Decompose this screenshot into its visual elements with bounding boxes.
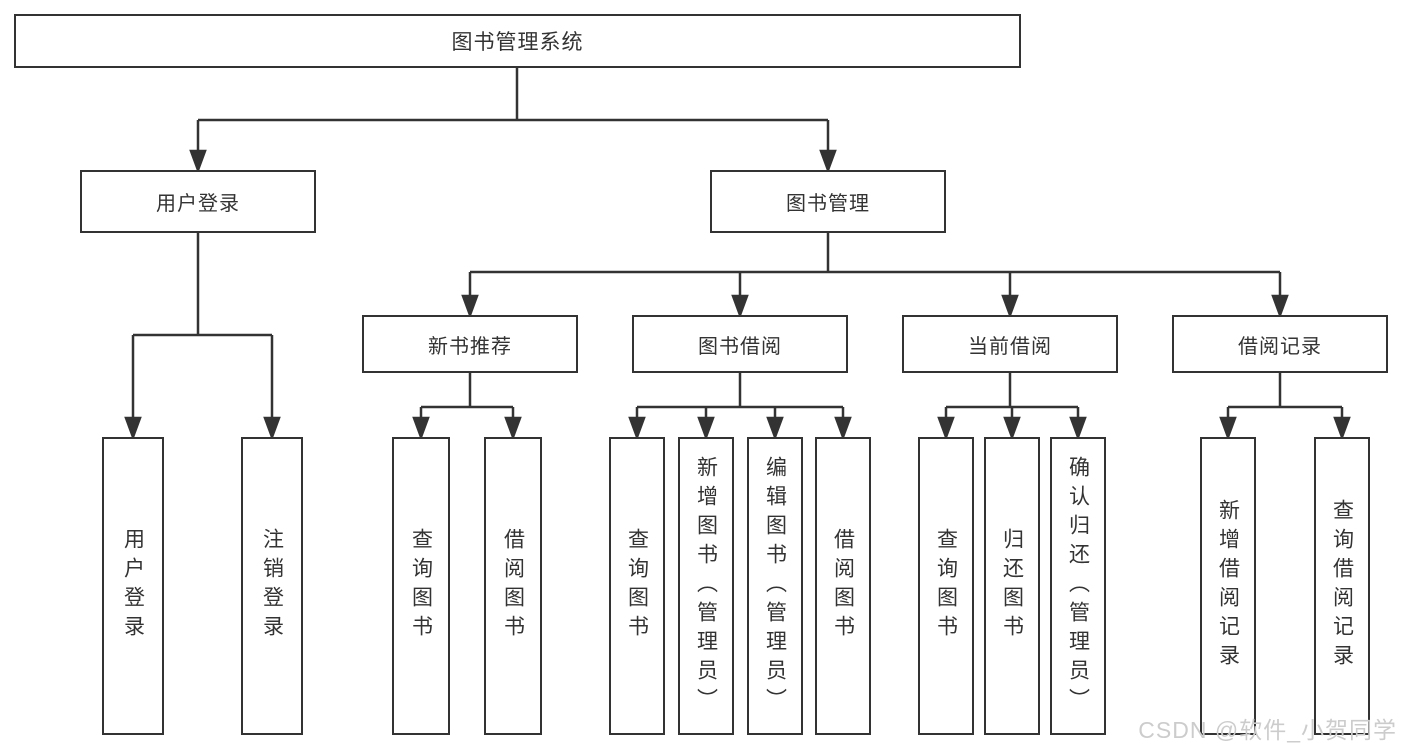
connector-new-book-recommendation-to-leaves — [412, 373, 522, 441]
connector-book-management-to-level3 — [461, 233, 1289, 319]
leaf-edit-books-admin: 编辑图书（管理员） — [747, 437, 803, 735]
leaf-logout: 注销登录 — [241, 437, 303, 735]
leaf-query-books-borrow: 查询图书 — [609, 437, 665, 735]
leaf-return-books: 归还图书 — [984, 437, 1040, 735]
node-current-borrowing: 当前借阅 — [902, 315, 1118, 373]
connector-root-to-level2 — [189, 68, 837, 174]
leaf-confirm-return-admin: 确认归还（管理员） — [1050, 437, 1106, 735]
leaf-add-books-admin: 新增图书（管理员） — [678, 437, 734, 735]
leaf-user-login: 用户登录 — [102, 437, 164, 735]
node-borrowing-records: 借阅记录 — [1172, 315, 1388, 373]
node-book-borrowing: 图书借阅 — [632, 315, 848, 373]
leaf-add-borrow-record: 新增借阅记录 — [1200, 437, 1256, 735]
connector-user-login-to-leaves — [124, 233, 281, 441]
leaf-query-books-recommend: 查询图书 — [392, 437, 450, 735]
node-user-login: 用户登录 — [80, 170, 316, 233]
node-book-management: 图书管理 — [710, 170, 946, 233]
csdn-watermark: CSDN @软件_小贺同学 — [1138, 717, 1397, 743]
leaf-query-books-current: 查询图书 — [918, 437, 974, 735]
leaf-borrow-books-borrow: 借阅图书 — [815, 437, 871, 735]
node-root-library-management-system: 图书管理系统 — [14, 14, 1021, 68]
connector-borrowing-records-to-leaves — [1219, 373, 1351, 441]
connector-book-borrowing-to-leaves — [628, 373, 852, 441]
leaf-borrow-books-recommend: 借阅图书 — [484, 437, 542, 735]
leaf-query-borrow-record: 查询借阅记录 — [1314, 437, 1370, 735]
node-new-book-recommendation: 新书推荐 — [362, 315, 578, 373]
connector-current-borrowing-to-leaves — [937, 373, 1087, 441]
